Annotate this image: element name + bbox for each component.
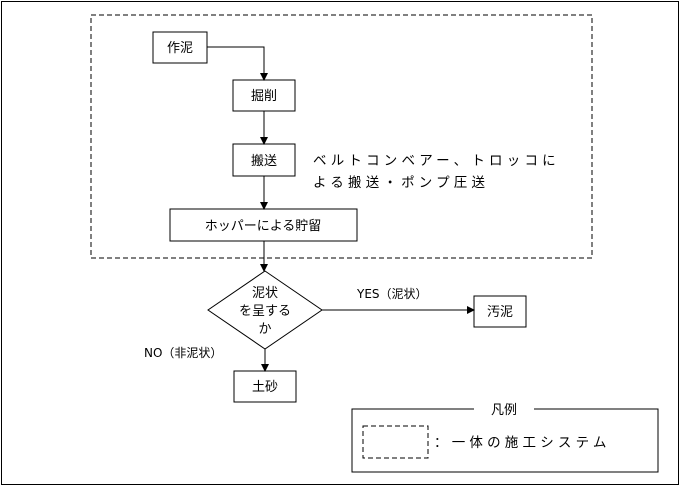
legend: 凡例 ：一体の施工システム xyxy=(351,402,659,473)
note-line1: ベルトコンベアー、トロッコに xyxy=(313,153,560,169)
integrated-system-boundary xyxy=(90,14,593,259)
legend-dashed-sample xyxy=(362,425,429,459)
node-dosha: 土砂 xyxy=(233,370,297,403)
node-hopper: ホッパーによる貯留 xyxy=(169,208,358,242)
legend-title-bg xyxy=(474,402,534,416)
edge-sakudei-to-kussaku xyxy=(207,46,268,81)
decision-label-line2: を呈する xyxy=(239,304,291,319)
decision-label-line1: 泥状 xyxy=(252,286,278,301)
node-odei: 汚泥 xyxy=(473,295,527,328)
node-hopper-label: ホッパーによる貯留 xyxy=(205,219,322,234)
legend-item-label: ：一体の施工システム xyxy=(434,435,611,451)
decision-diamond: 泥状 を呈する か xyxy=(207,270,323,350)
node-hansou: 搬送 xyxy=(232,143,296,177)
decision-label-line3: か xyxy=(258,322,271,337)
node-kussaku: 掘削 xyxy=(232,79,296,112)
edge-no-label: NO（非泥状） xyxy=(144,346,222,360)
edge-yes-label: YES（泥状） xyxy=(356,287,428,301)
note-line2: よる搬送・ポンプ圧送 xyxy=(313,175,489,191)
node-sakudei: 作泥 xyxy=(152,31,208,64)
node-sakudei-label: 作泥 xyxy=(167,41,193,56)
node-dosha-label: 土砂 xyxy=(252,380,278,395)
legend-title: 凡例 xyxy=(491,403,517,418)
node-hansou-label: 搬送 xyxy=(251,154,277,169)
node-kussaku-label: 掘削 xyxy=(251,89,277,104)
node-odei-label: 汚泥 xyxy=(487,305,513,320)
